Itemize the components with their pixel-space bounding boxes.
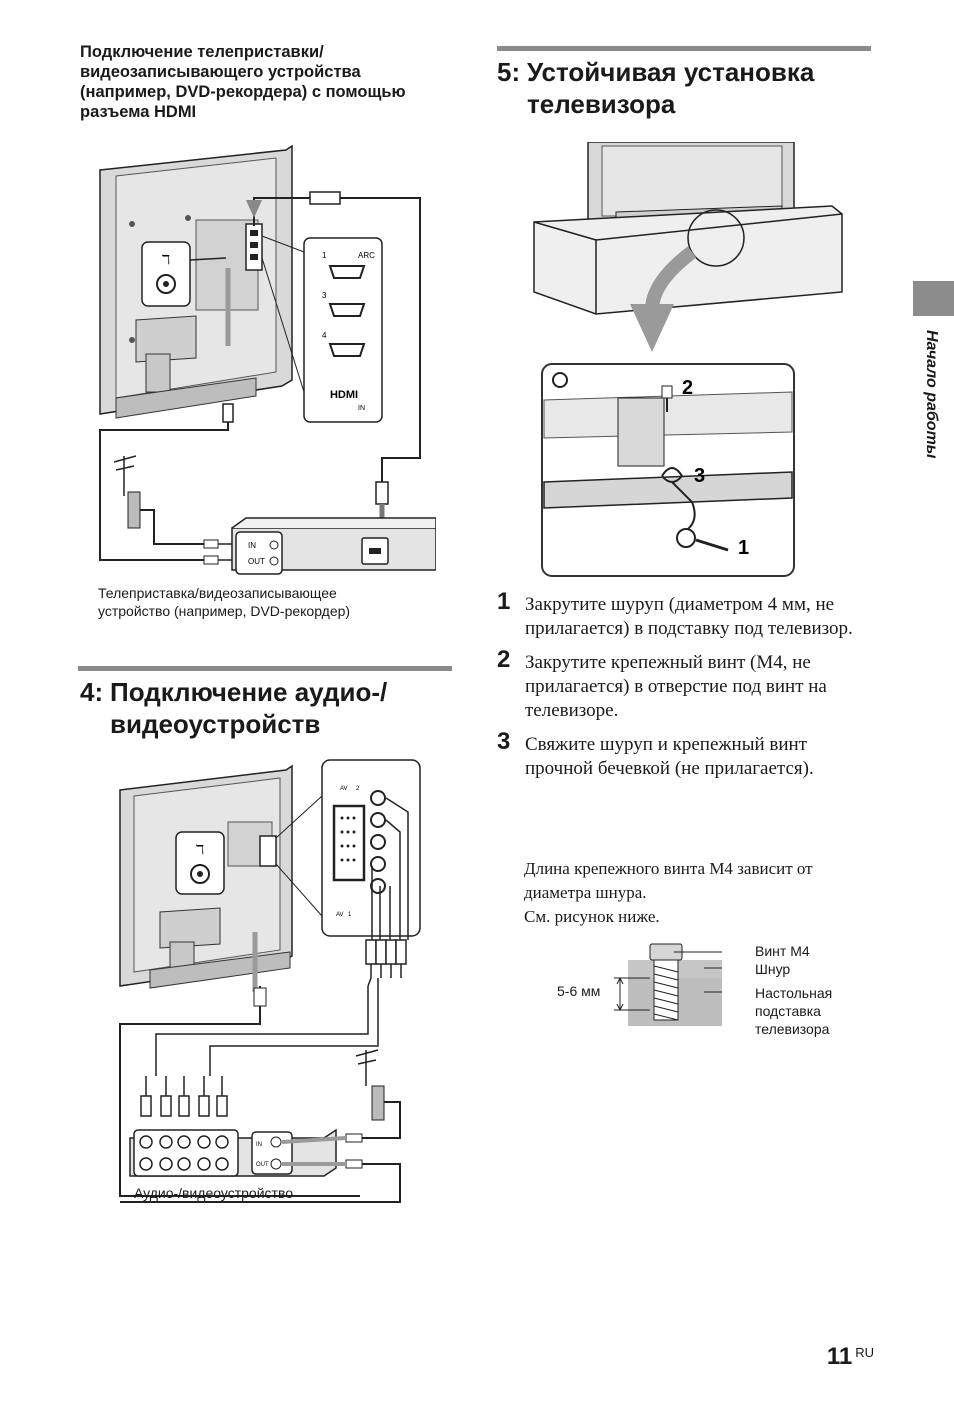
- step-2-text: Закрутите крепежный винт (M4, не прилага…: [525, 652, 827, 721]
- screw-dimension-label: 5-6 мм: [557, 983, 601, 999]
- section-5-number: 5:: [497, 57, 521, 87]
- av-device-caption: Аудио-/видеоустройство: [134, 1185, 294, 1201]
- av-connection-diagram: ℸ AV 2 AV 1 IN OUT: [119, 759, 421, 1203]
- av-panel-label: AV: [340, 786, 348, 792]
- hdmi-heading: Подключение телеприставки/ видеозаписыва…: [80, 43, 406, 121]
- section-4-title: 4:Подключение аудио-/ видеоустройств: [80, 676, 460, 740]
- hdmi-port-4-label: 4: [322, 331, 327, 340]
- section-5-title-line-2: телевизора: [527, 89, 676, 119]
- hdmi-logo: HDMI: [330, 389, 358, 401]
- device-in-label: IN: [248, 541, 256, 550]
- hdmi-in-label: IN: [358, 405, 365, 412]
- hdmi-port-1-label: 1: [322, 251, 327, 260]
- hdmi-caption: Телеприставка/видеозаписывающее устройст…: [98, 584, 428, 620]
- step-3-text: Свяжите шуруп и крепежный винт прочной б…: [525, 734, 814, 779]
- svg-text:ℸ: ℸ: [196, 842, 204, 857]
- section-4-number: 4:: [80, 677, 104, 707]
- screw-label: Винт M4: [755, 943, 810, 959]
- svg-text:ℸ: ℸ: [162, 252, 170, 267]
- av-panel-label-bottom: AV: [336, 912, 344, 918]
- page-number-value: 11: [826, 1343, 853, 1370]
- section-4-title-line-2: видеоустройств: [110, 709, 321, 739]
- hdmi-connection-diagram: ℸ 1 ARC 3 4 HDMI IN IN OUT: [99, 144, 436, 575]
- av-device-in-label: IN: [256, 1142, 262, 1148]
- hdmi-port-3-label: 3: [322, 291, 327, 300]
- av-device-out-label: OUT: [256, 1162, 269, 1168]
- step-1-number: 1: [497, 588, 511, 615]
- section-4-title-line-1: Подключение аудио-/: [110, 677, 388, 707]
- section-5-rule: [497, 46, 871, 51]
- side-label: Начало работы: [918, 330, 940, 470]
- screw-length-diagram: [614, 943, 722, 1026]
- step-3-number: 3: [497, 728, 511, 755]
- note-line-1: Длина крепежного винта M4 зависит от диа…: [524, 859, 813, 902]
- device-out-label: OUT: [248, 557, 265, 566]
- cord-label: Шнур: [755, 961, 791, 977]
- hdmi-arc-label: ARC: [358, 251, 375, 260]
- steps-list: 1 Закрутите шуруп (диаметром 4 мм, не пр…: [497, 588, 877, 791]
- tv-stand-illustration: 2 3 1: [533, 142, 843, 577]
- step-2-number: 2: [497, 646, 511, 673]
- av-panel-num-1: 1: [348, 912, 352, 918]
- section-5-title: 5:Устойчивая установка телевизора: [497, 56, 877, 120]
- section-5-title-line-1: Устойчивая установка: [527, 57, 815, 87]
- section-4-rule: [78, 666, 452, 671]
- av-panel-num-2: 2: [356, 786, 360, 792]
- callout-3: 3: [694, 465, 705, 487]
- hdmi-caption-line-1: Телеприставка/видеозаписывающее: [98, 585, 337, 601]
- step-1-text: Закрутите шуруп (диаметром 4 мм, не прил…: [525, 594, 853, 639]
- side-tab: [913, 281, 954, 316]
- step-2: 2 Закрутите крепежный винт (M4, не прила…: [497, 646, 877, 723]
- stand-label: Настольная подставка телевизора: [755, 985, 833, 1037]
- note: Длина крепежного винта M4 зависит от диа…: [524, 857, 884, 929]
- step-3: 3 Свяжите шуруп и крепежный винт прочной…: [497, 728, 877, 781]
- hdmi-caption-line-2: устройство (например, DVD-рекордер): [98, 603, 351, 619]
- callout-2: 2: [682, 377, 693, 399]
- side-label-text: Начало работы: [923, 330, 940, 459]
- callout-1: 1: [738, 537, 749, 559]
- step-1: 1 Закрутите шуруп (диаметром 4 мм, не пр…: [497, 588, 877, 641]
- note-line-2: См. рисунок ниже.: [524, 907, 660, 926]
- page-lang: RU: [855, 1345, 874, 1360]
